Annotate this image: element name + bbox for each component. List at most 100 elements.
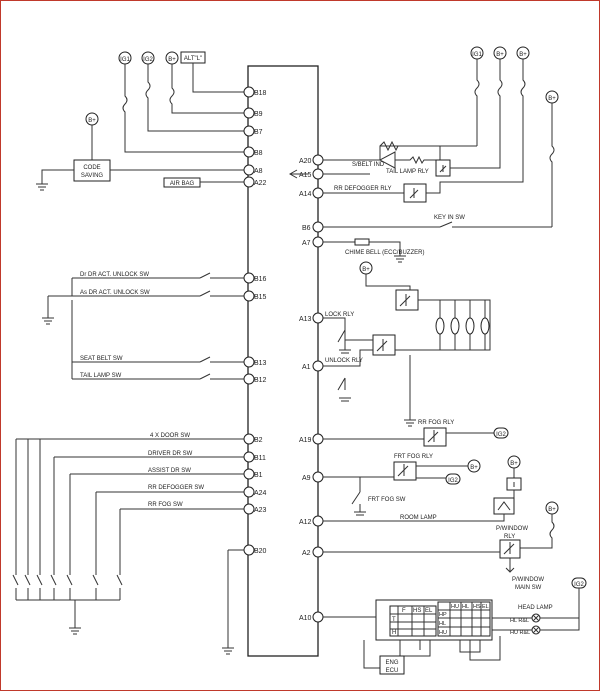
actuator-3 bbox=[465, 317, 475, 335]
air-bag-label: AIR BAG bbox=[170, 181, 195, 187]
pin-b16-label: B16 bbox=[254, 276, 267, 283]
lock-rly-box bbox=[395, 289, 419, 311]
combo-right-h4: EL bbox=[482, 604, 489, 610]
pin-b13-label: B13 bbox=[254, 360, 267, 367]
assist-dr-sw-label: ASSIST DR SW bbox=[148, 468, 191, 474]
bplus-label: B+ bbox=[168, 57, 176, 63]
pin-b1 bbox=[243, 468, 255, 480]
code-saving-label-2: SAVING bbox=[81, 173, 104, 179]
tail-lamp-rly-power bbox=[450, 160, 501, 169]
pin-a7 bbox=[312, 236, 324, 248]
chime-bell-label: CHIME BELL (ECC/BUZZER) bbox=[345, 250, 424, 256]
frt-fog-circuit: B+ IG2 FRT FOG RLY FRT FOG SW bbox=[323, 454, 481, 516]
pin-b13 bbox=[243, 356, 255, 368]
pin-a10-label: A10 bbox=[299, 615, 312, 622]
frt-fog-rly-power bbox=[416, 465, 468, 479]
tail-lamp-rly-diode-left bbox=[288, 169, 308, 179]
ig2-label: IG2 bbox=[143, 57, 153, 63]
pwindow-circuit: B+ P/WINDOW RLY P/WINDOW MAIN SW bbox=[323, 501, 559, 591]
pin-b20-label: B20 bbox=[254, 548, 267, 555]
bplus-keyin-label: B+ bbox=[548, 96, 556, 102]
code-saving-circuit: B+ CODE SAVING bbox=[36, 112, 244, 191]
room-lamp-wire bbox=[323, 514, 505, 522]
bplus-right-1-wire bbox=[497, 59, 503, 160]
pin-b8-label: B8 bbox=[254, 150, 263, 157]
sbelt-ind-label: S/BELT IND bbox=[352, 162, 385, 168]
pin-a1-label: A1 bbox=[302, 364, 311, 371]
pin-a8-label: A8 bbox=[254, 168, 263, 175]
pin-b6 bbox=[312, 221, 324, 233]
pin-a9 bbox=[312, 471, 324, 483]
pin-a7-label: A7 bbox=[302, 240, 311, 247]
frt-fog-ig2-terminal bbox=[445, 473, 461, 485]
door-switch-ground bbox=[69, 600, 81, 635]
tail-lamp-sw-label: TAIL LAMP SW bbox=[80, 373, 122, 379]
pin-b2-label: B2 bbox=[254, 437, 263, 444]
unlock-rly-box bbox=[372, 334, 396, 356]
rr-fog-circuit: IG2 RR FOG RLY bbox=[323, 420, 509, 447]
pin-a10 bbox=[312, 611, 324, 623]
combo-right-h1: HU bbox=[451, 604, 459, 610]
left-pin-column: B18 B9 B7 B8 A8 A22 B16 B15 B13 B12 B2 B… bbox=[243, 86, 267, 556]
pin-a22 bbox=[243, 176, 255, 188]
pin-b8 bbox=[243, 146, 255, 158]
actuator-wires bbox=[439, 300, 486, 350]
dr-unlock-sw-label: Dr DR ACT. UNLOCK SW bbox=[80, 272, 149, 278]
assist-dr-wire bbox=[69, 473, 244, 575]
hu-rl-label: HU R&L bbox=[510, 630, 530, 636]
tail-lamp-rly-circuit: TAIL LAMP RLY bbox=[288, 159, 501, 179]
headlamp-circuit: IG2 HEAD LAMP HL R&L HU R&L bbox=[492, 577, 587, 636]
combo-left-h3: EL bbox=[425, 608, 433, 614]
ig1-fuse-wire bbox=[122, 64, 244, 153]
pin-a19-label: A19 bbox=[299, 437, 312, 444]
pin-a24 bbox=[243, 486, 255, 498]
pin-a13 bbox=[312, 312, 324, 324]
pin-b7-label: B7 bbox=[254, 129, 263, 136]
pwindow-rly-contact bbox=[503, 542, 515, 555]
eng-ecu: ENG ECU bbox=[379, 655, 405, 675]
pwindow-rly-label-1: P/WINDOW bbox=[496, 526, 528, 532]
pin-a15-label: A15 bbox=[299, 172, 312, 179]
hu-lamp-cross bbox=[532, 626, 540, 634]
combo-right-grid-lines bbox=[438, 602, 490, 636]
lock-rly-wire bbox=[323, 317, 373, 341]
rr-defogger-sw-label: RR DEFOGGER SW bbox=[148, 485, 204, 491]
combo-left-r2: H bbox=[392, 630, 396, 636]
pin-a12 bbox=[312, 515, 324, 527]
hl-lamp-cross bbox=[532, 614, 540, 622]
top-right-power: IG1 B+ B+ B+ bbox=[470, 46, 559, 227]
room-lamp-box bbox=[493, 497, 515, 515]
frt-fog-rly-box bbox=[393, 461, 417, 481]
pin-a15 bbox=[312, 168, 324, 180]
pin-a13-label: A13 bbox=[299, 316, 312, 323]
pin-b6-label: B6 bbox=[302, 225, 311, 232]
bplus-right-2-label: B+ bbox=[519, 52, 527, 58]
pin-b11-label: B11 bbox=[254, 455, 266, 462]
pin-b18 bbox=[243, 86, 255, 98]
rr-defogger-rly-circuit: RR DEFOGGER RLY bbox=[323, 180, 524, 203]
lock-rly-ground bbox=[404, 355, 416, 427]
room-lamp-label: ROOM LAMP bbox=[400, 515, 437, 521]
actuator-4 bbox=[480, 317, 490, 335]
door-switch-contacts bbox=[12, 574, 123, 586]
pwindow-bplus-label: B+ bbox=[548, 507, 556, 513]
pin-a1 bbox=[312, 360, 324, 372]
pin-a2-label: A2 bbox=[302, 550, 311, 557]
pin-b9 bbox=[243, 107, 255, 119]
pin-b18-label: B18 bbox=[254, 90, 267, 97]
headlamp-power-wire bbox=[560, 588, 580, 631]
rr-defogger-rly-label: RR DEFOGGER RLY bbox=[334, 186, 392, 192]
bplus-lock-label: B+ bbox=[362, 267, 370, 273]
sbelt-wire bbox=[323, 145, 477, 161]
four-door-wire bbox=[15, 438, 244, 575]
headlamp-ig2-label: IG2 bbox=[574, 582, 584, 588]
pin-a19 bbox=[312, 433, 324, 445]
eng-ecu-label-1: ENG bbox=[385, 660, 398, 666]
rr-fog-sw-label: RR FOG SW bbox=[148, 502, 183, 508]
pwindow-fuse-wire bbox=[520, 514, 555, 549]
sbelt-ind-lamp-wire bbox=[395, 146, 441, 165]
key-in-switch-wire bbox=[323, 221, 552, 228]
pin-b9-label: B9 bbox=[254, 111, 263, 118]
combo-left-grid-lines bbox=[390, 606, 436, 636]
